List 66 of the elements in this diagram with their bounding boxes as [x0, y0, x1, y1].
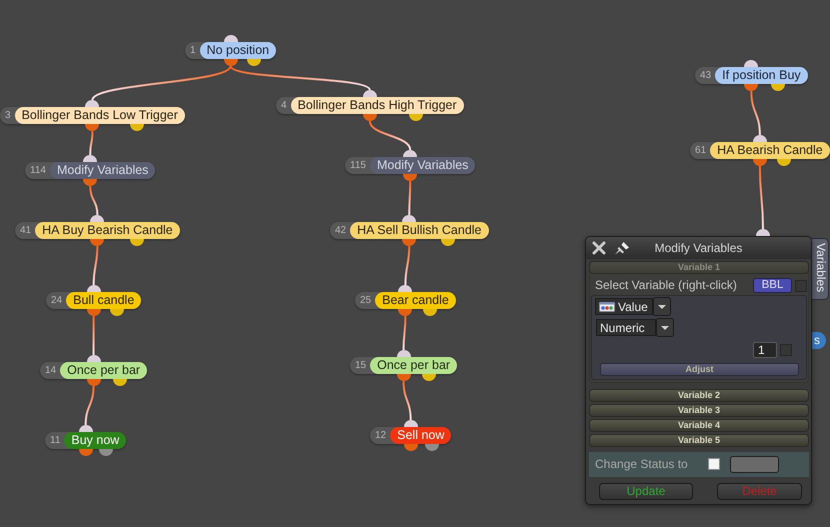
node-number: 11: [50, 434, 60, 448]
connector: [404, 246, 410, 286]
node-number: 15: [355, 359, 366, 373]
variable-section: [589, 274, 809, 383]
connector: [230, 65, 371, 91]
section-header: Variable 2: [589, 389, 809, 402]
node-label: HA Buy Bearish Candle: [35, 222, 180, 239]
node-label: Modify Variables: [50, 162, 156, 179]
connector: [408, 181, 412, 215]
node-number: 41: [20, 224, 32, 238]
select-button: BBL: [753, 278, 792, 293]
tag-pill: s: [812, 332, 826, 349]
node-label: HA Sell Bullish Candle: [350, 222, 488, 239]
field-label: Select Variable (right-click): [595, 277, 737, 293]
node-number: 1: [190, 44, 196, 58]
node-number: 25: [360, 294, 372, 308]
side-tab: Variables: [812, 238, 829, 300]
node-number: 12: [375, 429, 386, 443]
number-field: 1: [753, 342, 777, 358]
node-label: Bull candle: [66, 292, 142, 309]
dialog-window: [585, 236, 812, 505]
connector: [89, 186, 98, 216]
node-number: 14: [45, 364, 56, 378]
node-label: Bollinger Bands Low Trigger: [14, 107, 185, 124]
connector: [84, 386, 95, 426]
connector: [368, 120, 412, 150]
window-title: Modify Variables: [654, 241, 742, 255]
connector: [92, 246, 98, 286]
node-number: 42: [335, 224, 346, 238]
section-header: Variable 3: [589, 404, 809, 417]
node-number: 4: [281, 99, 287, 113]
connector: [92, 65, 232, 101]
node-label: If position Buy: [715, 67, 808, 84]
type-dropdown: Numeric: [596, 319, 656, 336]
node-label: Buy now: [64, 432, 126, 449]
action-button: Delete: [717, 483, 802, 500]
connector: [92, 316, 95, 355]
field-label: Change Status to: [595, 456, 688, 472]
node-label: Once per bar: [370, 357, 458, 374]
connector: [750, 90, 761, 136]
status-row: [589, 452, 809, 477]
node-label: HA Bearish Candle: [710, 142, 830, 159]
node-label: Bollinger Bands High Trigger: [290, 97, 464, 114]
section-header: Variable 4: [589, 419, 809, 432]
type-dropdown: Value: [595, 298, 653, 315]
node-number: 114: [30, 164, 46, 178]
connector: [758, 166, 764, 229]
connector: [402, 316, 406, 350]
node-number: 43: [700, 69, 712, 83]
node-number: 61: [695, 144, 706, 158]
node-number: 115: [350, 159, 366, 173]
node-label: Sell now: [390, 427, 452, 444]
connector: [89, 130, 94, 156]
node-number: 3: [5, 109, 11, 123]
section-header: Variable 1: [589, 261, 809, 274]
node-label: Modify Variables: [370, 157, 476, 174]
settings-panel: [591, 295, 807, 380]
connector: [402, 380, 412, 420]
node-number: 24: [51, 294, 62, 308]
node-label: Once per bar: [60, 362, 148, 379]
adjust-button: Adjust: [600, 363, 799, 376]
input-port-icon: [756, 229, 770, 236]
section-header: Variable 5: [589, 434, 809, 447]
node-label: No position: [200, 42, 276, 59]
action-button: Update: [599, 483, 693, 500]
node-label: Bear candle: [375, 292, 456, 309]
